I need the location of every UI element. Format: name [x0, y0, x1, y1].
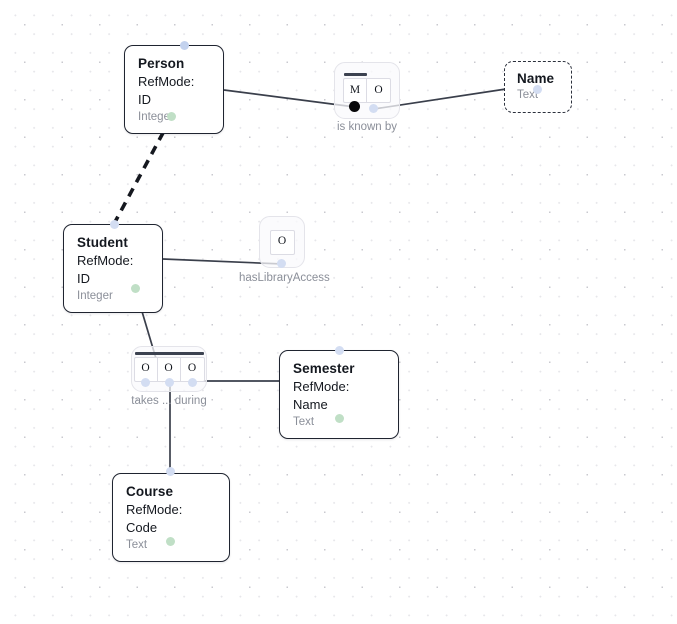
fact-type-has-library-access[interactable]: O	[259, 216, 305, 268]
fact-type-is-known-by-label: is known by	[336, 121, 398, 133]
role-cell-1[interactable]: O	[374, 83, 383, 96]
fact-type-takes-during[interactable]: O O O	[131, 346, 207, 392]
entity-semester-name: Semester	[293, 361, 355, 376]
entity-person-datatype: Integer	[138, 111, 174, 123]
entity-student-refmode: RefMode: ID	[77, 253, 134, 286]
entity-student[interactable]: Student RefMode: ID Integer	[63, 224, 163, 313]
role-cell-0[interactable]: O	[277, 235, 287, 248]
value-type-name[interactable]: Name Text	[504, 61, 572, 113]
fact-type-is-known-by[interactable]: M O	[334, 62, 400, 119]
role-box-is-known-by: M O	[343, 73, 391, 103]
entity-student-datatype: Integer	[77, 290, 113, 302]
role-cell-0[interactable]: M	[344, 79, 367, 102]
value-type-name-datatype: Text	[517, 89, 539, 101]
entity-person-refmode: RefMode: ID	[138, 74, 195, 107]
fact-type-takes-during-label: takes ... during	[131, 395, 207, 407]
entity-person[interactable]: Person RefMode: ID Integer	[124, 45, 224, 134]
mandatory-role-dot-is-known-by	[349, 101, 360, 112]
entity-course-datatype: Text	[126, 539, 148, 551]
uniqueness-constraint-bar	[134, 351, 204, 355]
role-cell-2[interactable]: O	[187, 362, 197, 375]
entity-semester[interactable]: Semester RefMode: Name Text	[279, 350, 399, 439]
role-cell-0[interactable]: O	[135, 357, 158, 381]
entity-person-name: Person	[138, 56, 185, 71]
role-box-takes-during: O O O	[133, 351, 205, 382]
entity-course-name: Course	[126, 484, 174, 499]
entity-semester-datatype: Text	[293, 416, 315, 428]
uniqueness-constraint-bar	[344, 73, 367, 76]
value-type-name-label: Name	[517, 71, 555, 86]
role-box-has-library-access: O	[269, 229, 295, 255]
entity-student-name: Student	[77, 235, 128, 250]
entity-semester-refmode: RefMode: Name	[293, 379, 350, 412]
entity-course[interactable]: Course RefMode: Code Text	[112, 473, 230, 562]
fact-type-has-library-access-label: hasLibraryAccess	[239, 272, 330, 284]
role-cell-1[interactable]: O	[158, 357, 181, 381]
entity-course-refmode: RefMode: Code	[126, 502, 183, 535]
